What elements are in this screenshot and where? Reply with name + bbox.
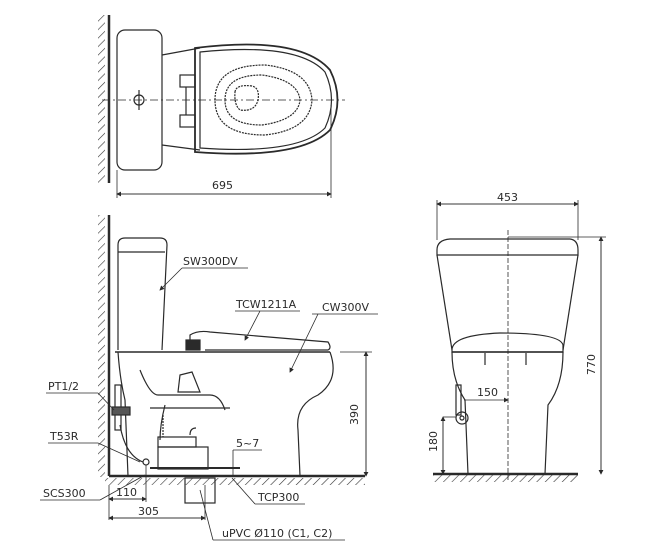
wall-hatch-top [98, 15, 105, 183]
bowl-outer-top [194, 43, 339, 155]
height-label: 770 [585, 354, 598, 375]
angle-valve-label: PT1/2 [48, 380, 80, 393]
gasket-label: TCP300 [258, 491, 300, 504]
flange-label: SCS300 [43, 487, 86, 500]
dim-length-label: 695 [212, 179, 233, 192]
seat-height-label: 390 [348, 404, 361, 425]
seat-model-label: TCW1211A [236, 298, 297, 311]
rough-in-label: 305 [138, 505, 159, 518]
front-view [433, 200, 606, 482]
tank-model-label: SW300DV [183, 255, 238, 268]
bowl-model-label: CW300V [322, 301, 370, 314]
hose-label: T53R [50, 430, 79, 443]
width-label: 453 [497, 191, 518, 204]
side-view [40, 215, 378, 541]
inlet-height-label: 180 [427, 431, 440, 452]
pipe-label: uPVC Ø110 (C1, C2) [222, 527, 333, 540]
gap-label: 5~7 [236, 437, 260, 450]
inlet-offset-label: 110 [116, 486, 137, 499]
top-view [98, 15, 345, 198]
inlet-side-offset-label: 150 [477, 386, 498, 399]
